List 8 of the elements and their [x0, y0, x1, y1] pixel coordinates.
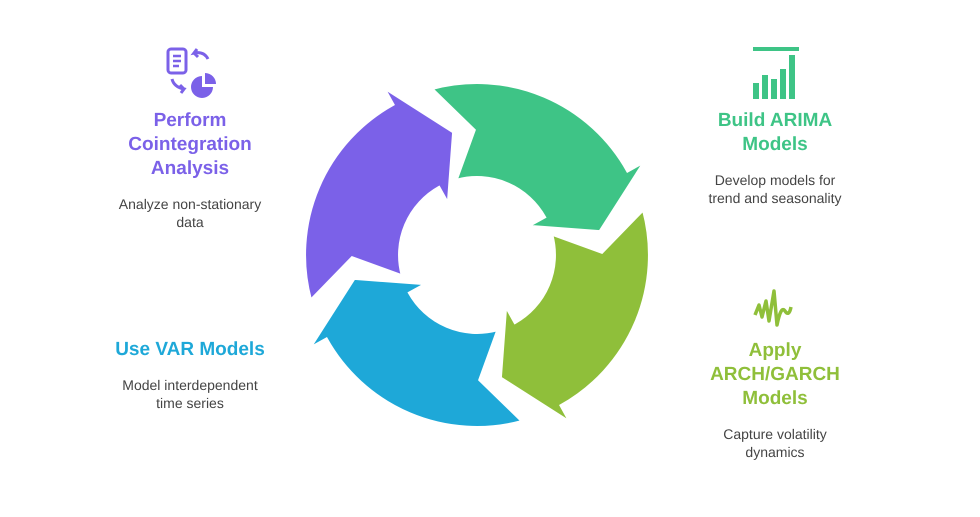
step-description: Capture volatility dynamics — [722, 425, 828, 461]
step-description: Analyze non-stationary data — [118, 195, 262, 231]
step-title: Perform Cointegration Analysis — [127, 109, 253, 181]
step-title: Use VAR Models — [115, 338, 265, 362]
step-description: Develop models for trend and seasonality — [707, 171, 843, 207]
step-title: Build ARIMA Models — [716, 109, 834, 157]
step-title: Apply ARCH/GARCH Models — [709, 339, 841, 411]
step-description: Model interdependent time series — [121, 376, 259, 412]
